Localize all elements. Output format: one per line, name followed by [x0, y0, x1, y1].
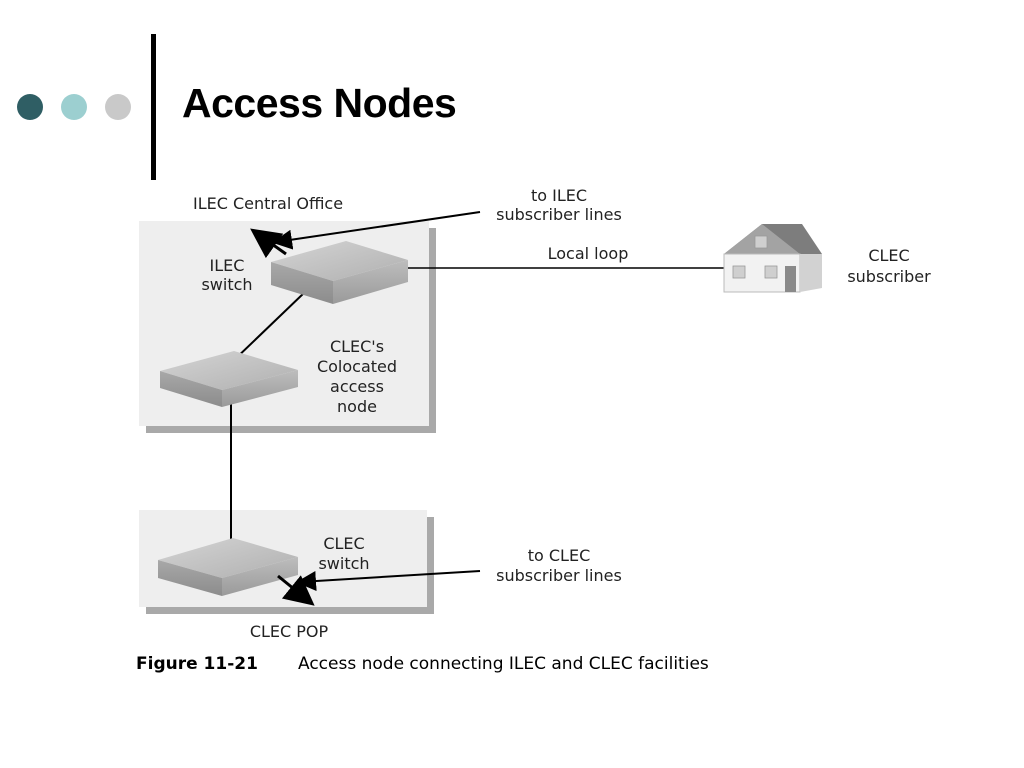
label-ilec-switch-line2: switch — [201, 275, 252, 294]
label-colocated-line4: node — [337, 397, 377, 416]
label-ilec-switch-line1: ILEC — [210, 256, 245, 275]
arrow-to-central-office — [250, 228, 287, 259]
title-divider — [151, 34, 156, 180]
label-ilec-central-office: ILEC Central Office — [193, 194, 343, 213]
label-to-ilec-line1: to ILEC — [531, 186, 587, 205]
switch-to-access-node-link — [230, 291, 306, 364]
arrow-from-clec-switch — [277, 574, 315, 606]
arrow-clec-subscriber-lines — [296, 570, 481, 592]
arrow-ilec-subscriber-lines — [272, 211, 481, 250]
bullet-dot-dark — [17, 94, 43, 120]
house-icon — [723, 224, 822, 293]
label-colocated-line2: Colocated — [317, 357, 397, 376]
ilec-switch-box — [271, 241, 408, 304]
label-colocated-line1: CLEC's — [330, 337, 384, 356]
clec-switch-box — [158, 538, 298, 596]
label-to-ilec-line2: subscriber lines — [496, 205, 622, 224]
label-local-loop: Local loop — [548, 244, 629, 263]
label-clec-switch-line2: switch — [318, 554, 369, 573]
label-clec-switch-line1: CLEC — [323, 534, 364, 553]
colocated-access-node-box — [160, 351, 298, 407]
label-clec-subscriber-line1: CLEC — [868, 246, 909, 265]
figure-caption: Access node connecting ILEC and CLEC fac… — [298, 654, 709, 674]
label-to-clec-line1: to CLEC — [528, 546, 591, 565]
figure-number: Figure 11-21 — [136, 654, 258, 674]
label-clec-subscriber-line2: subscriber — [847, 267, 931, 286]
slide-title: Access Nodes — [182, 80, 457, 126]
bullet-dot-light — [61, 94, 87, 120]
ilec-central-office-panel — [139, 221, 436, 433]
label-to-clec-line2: subscriber lines — [496, 566, 622, 585]
label-clec-pop: CLEC POP — [250, 622, 329, 641]
bullet-dot-grey — [105, 94, 131, 120]
label-colocated-line3: access — [330, 377, 384, 396]
